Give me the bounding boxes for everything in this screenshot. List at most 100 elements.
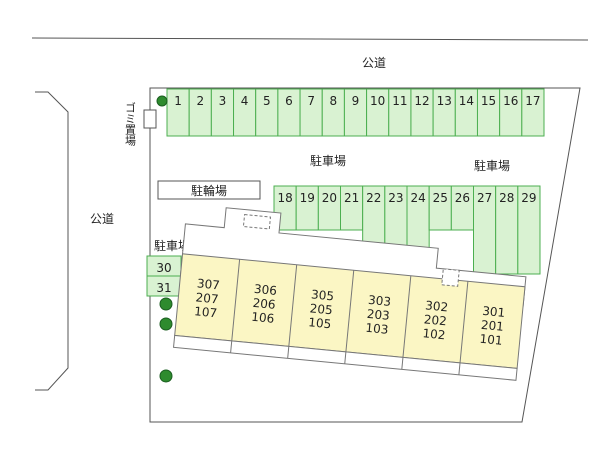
parking-space-25: 25: [428, 185, 452, 231]
parking-space-29: 29: [517, 185, 541, 275]
parking-space-13: 13: [432, 88, 456, 137]
parking-space-21: 21: [340, 185, 364, 231]
parking-space-number: 20: [322, 191, 337, 205]
parking-space-9: 9: [343, 88, 368, 137]
parking-label-main: 駐車場: [310, 153, 346, 168]
parking-space-12: 12: [410, 88, 434, 137]
unit-divider: [287, 264, 298, 359]
parking-space-number: 8: [330, 94, 338, 108]
bicycle-parking: [157, 180, 261, 200]
parking-space-1: 1: [166, 88, 190, 137]
parking-space-7: 7: [299, 88, 323, 137]
road-left-label: 公道: [90, 212, 114, 226]
parking-row-2: 18 19 20 21 22 23 24 25 26 27 28 29: [273, 185, 541, 275]
unit-number: 306: [253, 282, 277, 298]
parking-space-number: 12: [414, 94, 429, 108]
parking-space-number: 23: [388, 191, 403, 205]
parking-space-number: 27: [477, 191, 492, 205]
parking-space-number: 21: [344, 191, 359, 205]
unit-divider: [230, 259, 241, 353]
tree-icon: [156, 95, 168, 107]
bicycle-label: 駐輪場: [191, 183, 227, 198]
entrance-right: [441, 268, 460, 287]
parking-space-10: 10: [366, 88, 390, 137]
parking-space-number: 7: [307, 94, 315, 108]
parking-space-number: 30: [156, 261, 171, 275]
unit-number: 103: [365, 321, 389, 337]
unit-number: 101: [479, 332, 503, 348]
tree-icon: [159, 297, 173, 311]
parking-space-number: 6: [285, 94, 293, 108]
parking-space-15: 15: [476, 88, 501, 137]
parking-space-30: 30: [146, 255, 182, 277]
parking-space-number: 24: [410, 191, 425, 205]
parking-space-number: 29: [521, 191, 536, 205]
unit-number: 205: [309, 301, 333, 317]
parking-space-number: 9: [352, 94, 360, 108]
unit-number: 106: [251, 310, 275, 326]
parking-space-number: 2: [196, 94, 204, 108]
parking-label-side: 駐車場: [154, 238, 190, 253]
parking-space-26: 26: [450, 185, 475, 231]
parking-space-number: 4: [241, 94, 249, 108]
unit-columns: 3072071073062061063052051053032031033022…: [194, 259, 506, 375]
unit-number: 107: [194, 304, 218, 320]
parking-space-number: 22: [366, 191, 381, 205]
parking-space-20: 20: [317, 185, 342, 231]
parking-space-31: 31: [146, 275, 182, 297]
unit-divider: [458, 281, 469, 375]
parking-space-27: 27: [473, 185, 497, 275]
parking-space-number: 13: [437, 94, 452, 108]
building: 3072071073062061063052051053032031033022…: [172, 207, 527, 381]
parking-space-number: 17: [525, 94, 540, 108]
parking-space-5: 5: [255, 88, 279, 137]
parking-space-19: 19: [295, 185, 319, 231]
unit-divider: [401, 275, 412, 370]
parking-space-28: 28: [495, 185, 519, 275]
parking-space-number: 25: [433, 191, 448, 205]
parking-space-6: 6: [277, 88, 301, 137]
parking-space-3: 3: [210, 88, 235, 137]
parking-space-2: 2: [188, 88, 212, 137]
parking-space-number: 31: [156, 281, 171, 295]
parking-space-number: 11: [392, 94, 407, 108]
parking-space-number: 26: [455, 191, 470, 205]
tree-icon: [159, 369, 173, 383]
parking-space-rect: [517, 185, 541, 275]
parking-space-8: 8: [321, 88, 345, 137]
parking-space-rect: [521, 88, 545, 137]
parking-space-number: 16: [503, 94, 518, 108]
parking-space-number: 10: [370, 94, 385, 108]
unit-number: 203: [366, 307, 390, 323]
unit-number: 302: [425, 298, 449, 314]
parking-space-4: 4: [233, 88, 257, 137]
parking-space-14: 14: [454, 88, 478, 137]
parking-label-right: 駐車場: [474, 158, 510, 173]
parking-space-16: 16: [499, 88, 523, 137]
parking-space-number: 28: [499, 191, 514, 205]
parking-space-number: 19: [300, 191, 315, 205]
parking-space-17: 17: [521, 88, 545, 137]
road-top-label: 公道: [362, 56, 386, 70]
parking-space-number: 3: [219, 94, 227, 108]
unit-number: 307: [196, 276, 220, 292]
garbage-label: ゴミ置場: [124, 101, 137, 147]
parking-space-number: 14: [459, 94, 474, 108]
parking-space-number: 1: [174, 94, 182, 108]
unit-number: 201: [480, 318, 504, 334]
garbage-area: [143, 109, 157, 129]
parking-space-number: 18: [277, 191, 292, 205]
road-left-edge: [35, 91, 69, 391]
unit-number: 202: [423, 312, 447, 328]
tree-icon: [159, 317, 173, 331]
entrance-left: [242, 214, 272, 230]
